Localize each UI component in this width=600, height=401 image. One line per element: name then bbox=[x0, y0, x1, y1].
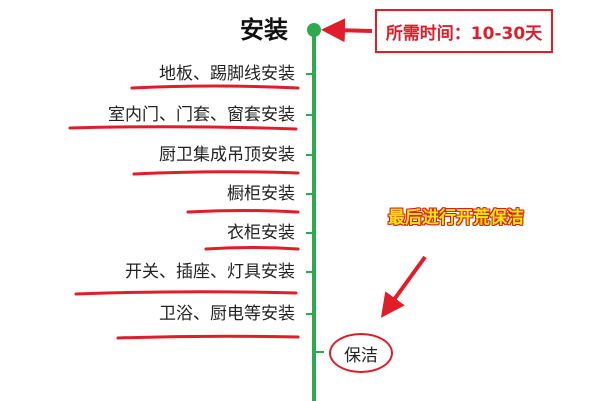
step-label-flooring: 地板、踢脚线安装 bbox=[159, 64, 295, 84]
step-underline bbox=[74, 290, 298, 296]
final-note-annotation: 最后进行开荒保洁 bbox=[388, 208, 524, 228]
step-label-ceiling: 厨卫集成吊顶安装 bbox=[159, 145, 295, 165]
step-underline bbox=[130, 84, 300, 90]
step-underline bbox=[116, 334, 300, 340]
duration-arrow bbox=[321, 18, 373, 43]
step-underline bbox=[186, 209, 300, 214]
step-label-doors-windows: 室内门、门套、窗套安装 bbox=[108, 105, 295, 125]
step-label-sanitary-appliances: 卫浴、厨电等安装 bbox=[159, 304, 295, 324]
step-underline bbox=[68, 125, 298, 131]
step-label-electrical: 开关、插座、灯具安装 bbox=[125, 262, 295, 282]
page-title: 安装 bbox=[240, 16, 288, 44]
duration-text: 所需时间：10-30天 bbox=[385, 23, 543, 44]
step-underline bbox=[204, 246, 300, 251]
step-underline bbox=[132, 170, 300, 176]
step-label-cabinets: 橱柜安装 bbox=[227, 184, 295, 204]
timeline-start-node bbox=[307, 23, 321, 37]
step-label-wardrobe: 衣柜安装 bbox=[227, 223, 295, 243]
cleaning-arrow bbox=[380, 255, 427, 318]
duration-callout: 所需时间：10-30天 bbox=[375, 9, 553, 53]
final-step-cleaning: 保洁 bbox=[329, 333, 393, 373]
final-step-label: 保洁 bbox=[344, 345, 378, 366]
